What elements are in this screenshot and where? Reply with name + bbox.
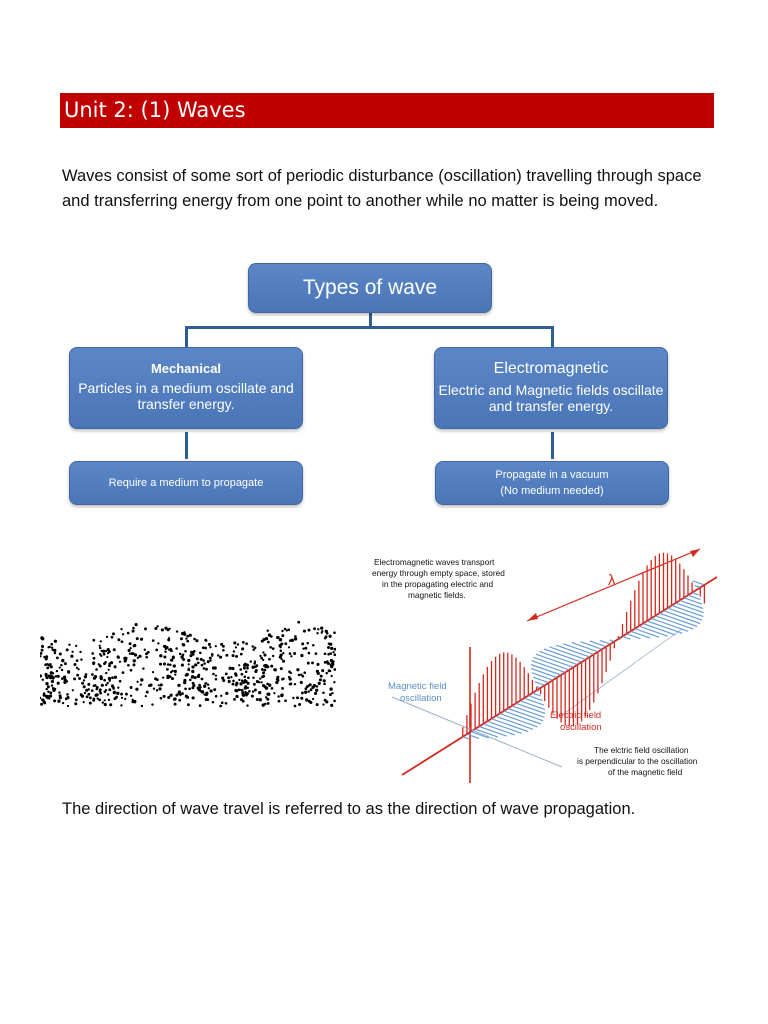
em-requirement-line1: Propagate in a vacuum bbox=[495, 469, 609, 481]
mechanical-node: Mechanical Particles in a medium oscilla… bbox=[69, 347, 303, 429]
magnetic-label-line1: Magnetic field bbox=[388, 681, 447, 692]
em-note-line3: of the magnetic field bbox=[608, 767, 683, 777]
magnetic-label-line2: oscillation bbox=[400, 693, 442, 704]
electromagnetic-description: Electric and Magnetic fields oscillate a… bbox=[438, 382, 664, 414]
types-of-wave-node: Types of wave bbox=[248, 263, 492, 313]
em-caption-line1: Electromagnetic waves transport bbox=[374, 557, 495, 567]
mechanical-description: Particles in a medium oscillate and tran… bbox=[78, 380, 294, 412]
mechanical-title: Mechanical bbox=[150, 361, 222, 376]
em-caption-line2: energy through empty space, stored bbox=[372, 568, 505, 578]
em-note-line2: is perpendicular to the oscillation bbox=[577, 756, 698, 766]
mechanical-wave-particles-image bbox=[40, 620, 336, 708]
em-caption-line3: in the propagating electric and bbox=[382, 579, 494, 589]
connector-horizontal bbox=[186, 326, 553, 329]
mechanical-requirement-node: Require a medium to propagate bbox=[69, 461, 303, 505]
connector-em-sub bbox=[551, 432, 554, 459]
electromagnetic-title: Electromagnetic bbox=[493, 360, 609, 377]
connector-right-down bbox=[551, 326, 554, 348]
page-title: Unit 2: (1) Waves bbox=[60, 93, 714, 128]
em-requirement-line2: (No medium needed) bbox=[500, 485, 604, 497]
electromagnetic-requirement-node: Propagate in a vacuum (No medium needed) bbox=[435, 461, 669, 505]
propagation-sentence: The direction of wave travel is referred… bbox=[62, 800, 636, 818]
electromagnetic-node: Electromagnetic Electric and Magnetic fi… bbox=[434, 347, 668, 429]
electric-label-line2: oscillation bbox=[560, 722, 602, 733]
connector-mech-sub bbox=[185, 432, 188, 459]
wavelength-symbol: λ bbox=[608, 572, 616, 589]
electromagnetic-wave-image: Electromagnetic waves transport energy t… bbox=[372, 548, 718, 783]
intro-paragraph: Waves consist of some sort of periodic d… bbox=[62, 167, 702, 210]
em-caption-line4: magnetic fields. bbox=[408, 590, 466, 600]
connector-root-down bbox=[369, 313, 372, 328]
em-note-line1: The elctric field oscillation bbox=[594, 745, 689, 755]
electric-label-line1: Electric field bbox=[550, 710, 601, 721]
connector-left-down bbox=[185, 326, 188, 348]
